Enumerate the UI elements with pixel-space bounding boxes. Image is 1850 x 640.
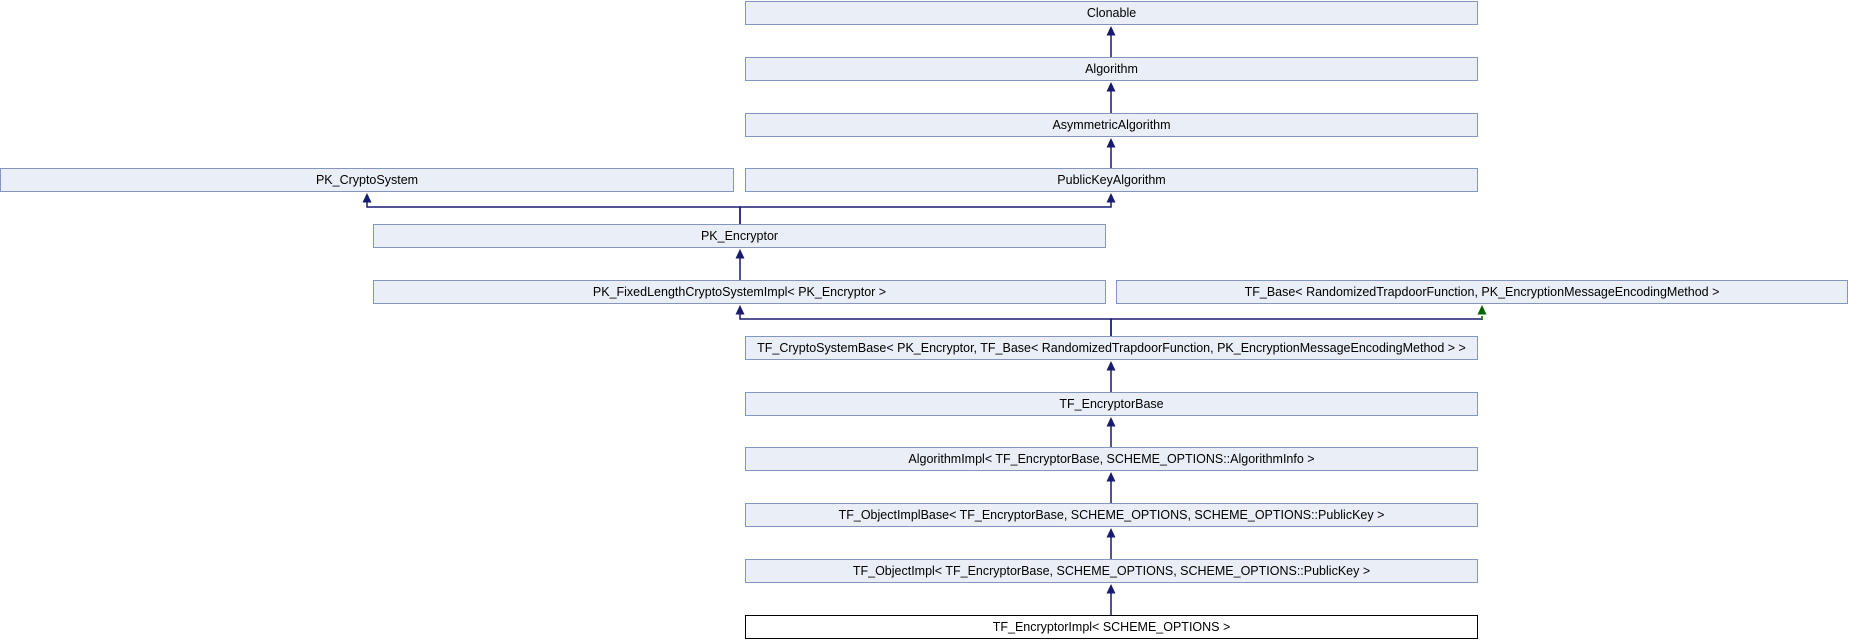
node-pk-fixed-length-crypto-system-impl[interactable]: PK_FixedLengthCryptoSystemImpl< PK_Encry… bbox=[373, 280, 1106, 304]
edge-tf-crypto-system-base-to-pk-fixed-length-arrowhead bbox=[735, 305, 745, 315]
node-tf-encryptor-impl[interactable]: TF_EncryptorImpl< SCHEME_OPTIONS > bbox=[745, 615, 1478, 639]
node-pk-cryptosystem[interactable]: PK_CryptoSystem bbox=[0, 168, 734, 192]
edge-tf-object-impl-to-tf-object-impl-base-arrowhead bbox=[1106, 528, 1116, 538]
node-tf-encryptor-base[interactable]: TF_EncryptorBase bbox=[745, 392, 1478, 416]
node-tf-base[interactable]: TF_Base< RandomizedTrapdoorFunction, PK_… bbox=[1116, 280, 1848, 304]
edge-algorithm-impl-to-tf-encryptor-base-arrowhead bbox=[1106, 417, 1116, 427]
node-tf-object-impl[interactable]: TF_ObjectImpl< TF_EncryptorBase, SCHEME_… bbox=[745, 559, 1478, 583]
node-clonable[interactable]: Clonable bbox=[745, 1, 1478, 25]
edge-public-key-algorithm-to-asymmetric-algorithm-arrowhead bbox=[1106, 138, 1116, 148]
node-asymmetric-algorithm-label: AsymmetricAlgorithm bbox=[1052, 118, 1171, 132]
edge-pk-fixed-length-to-pk-encryptor-arrowhead bbox=[735, 249, 745, 259]
edge-tf-crypto-system-base-to-pk-fixed-length bbox=[739, 312, 1112, 336]
node-pk-cryptosystem-label: PK_CryptoSystem bbox=[315, 173, 419, 187]
edge-pk-encryptor-to-public-key-algorithm-arrowhead bbox=[1106, 193, 1116, 203]
node-public-key-algorithm-label: PublicKeyAlgorithm bbox=[1057, 173, 1166, 187]
edge-pk-encryptor-to-public-key-algorithm bbox=[739, 200, 1112, 224]
node-tf-object-impl-base-label: TF_ObjectImplBase< TF_EncryptorBase, SCH… bbox=[838, 508, 1385, 522]
node-asymmetric-algorithm[interactable]: AsymmetricAlgorithm bbox=[745, 113, 1478, 137]
node-algorithm-label: Algorithm bbox=[1085, 62, 1138, 76]
node-algorithm-impl[interactable]: AlgorithmImpl< TF_EncryptorBase, SCHEME_… bbox=[745, 447, 1478, 471]
node-public-key-algorithm[interactable]: PublicKeyAlgorithm bbox=[745, 168, 1478, 192]
edge-algorithm-to-clonable-arrowhead bbox=[1106, 26, 1116, 36]
node-pk-encryptor-label: PK_Encryptor bbox=[700, 229, 779, 243]
node-clonable-label: Clonable bbox=[1086, 6, 1137, 20]
node-pk-fixed-length-crypto-system-impl-label: PK_FixedLengthCryptoSystemImpl< PK_Encry… bbox=[592, 285, 887, 299]
edge-pk-encryptor-to-pk-cryptosystem-arrowhead bbox=[362, 193, 372, 203]
edge-asymmetric-algorithm-to-algorithm-arrowhead bbox=[1106, 82, 1116, 92]
edge-tf-crypto-system-base-to-tf-base-arrowhead bbox=[1477, 305, 1487, 315]
edge-tf-crypto-system-base-to-tf-base-connector bbox=[1110, 318, 1482, 336]
node-tf-base-label: TF_Base< RandomizedTrapdoorFunction, PK_… bbox=[1244, 285, 1720, 299]
edge-tf-encryptor-base-to-tf-crypto-system-base-arrowhead bbox=[1106, 361, 1116, 371]
node-tf-crypto-system-base[interactable]: TF_CryptoSystemBase< PK_Encryptor, TF_Ba… bbox=[745, 336, 1478, 360]
node-algorithm[interactable]: Algorithm bbox=[745, 57, 1478, 81]
node-tf-object-impl-label: TF_ObjectImpl< TF_EncryptorBase, SCHEME_… bbox=[852, 564, 1371, 578]
edge-tf-encryptor-impl-to-tf-object-impl-arrowhead bbox=[1106, 584, 1116, 594]
edge-tf-object-impl-base-to-algorithm-impl-arrowhead bbox=[1106, 472, 1116, 482]
node-tf-encryptor-impl-label: TF_EncryptorImpl< SCHEME_OPTIONS > bbox=[992, 620, 1231, 634]
node-algorithm-impl-label: AlgorithmImpl< TF_EncryptorBase, SCHEME_… bbox=[908, 452, 1315, 466]
node-tf-crypto-system-base-label: TF_CryptoSystemBase< PK_Encryptor, TF_Ba… bbox=[757, 341, 1466, 355]
edge-pk-encryptor-to-pk-cryptosystem bbox=[366, 200, 741, 224]
node-pk-encryptor[interactable]: PK_Encryptor bbox=[373, 224, 1106, 248]
node-tf-object-impl-base[interactable]: TF_ObjectImplBase< TF_EncryptorBase, SCH… bbox=[745, 503, 1478, 527]
node-tf-encryptor-base-label: TF_EncryptorBase bbox=[1059, 397, 1164, 411]
